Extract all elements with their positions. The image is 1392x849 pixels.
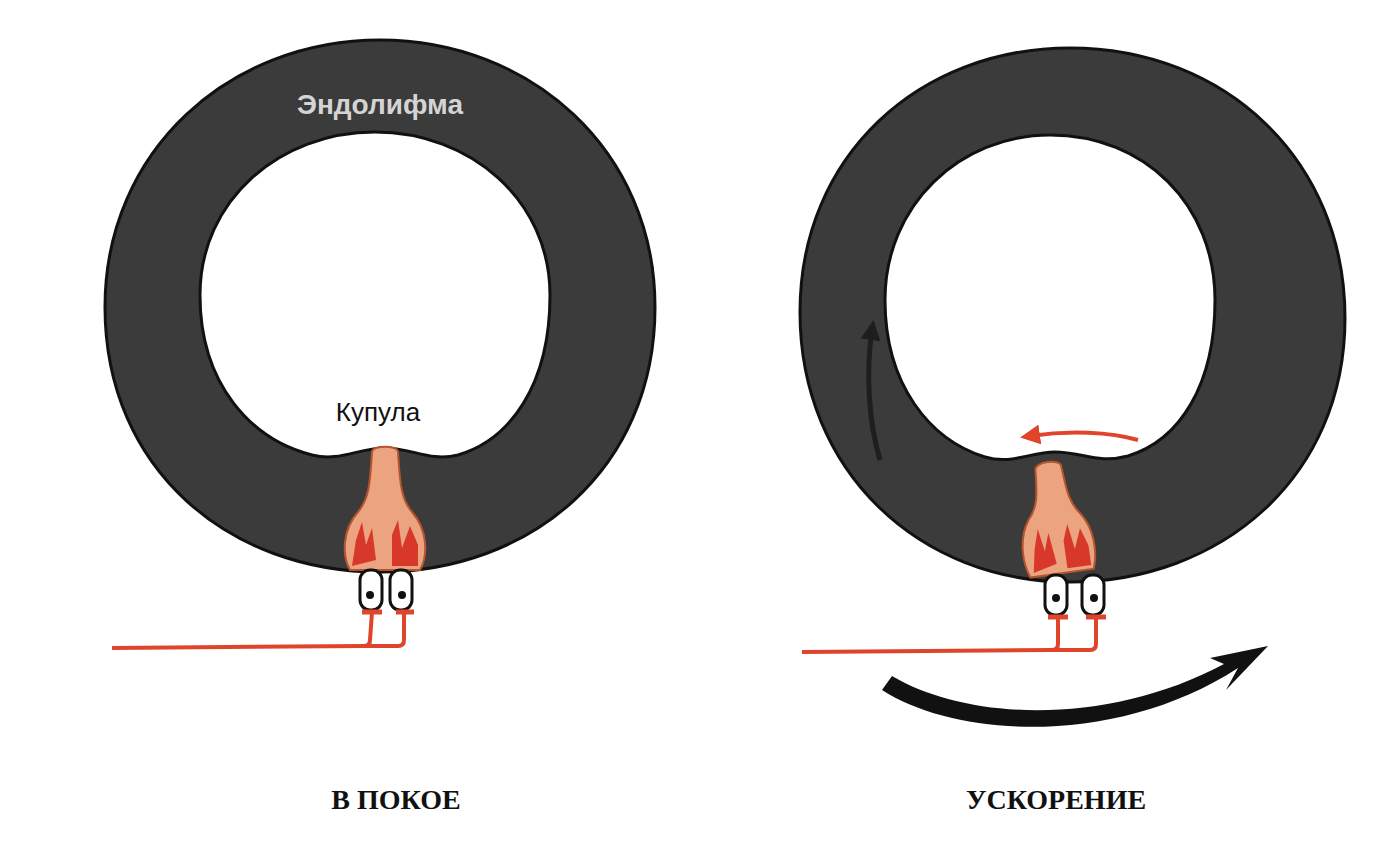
cupula <box>345 447 426 570</box>
endolymph-ring <box>800 48 1345 582</box>
endolymph-label: Эндолифма <box>297 90 463 121</box>
nerve-fibers <box>802 617 1106 652</box>
cupula-label: Купула <box>336 398 420 427</box>
hair-cells <box>360 570 412 610</box>
canal-acceleration <box>800 48 1345 727</box>
rotation-arrow <box>882 646 1268 727</box>
endolymph-ring <box>105 40 655 572</box>
canal-rest <box>105 40 655 648</box>
cupula-arrow <box>1030 433 1138 440</box>
state-caption: УСКОРЕНИЕ <box>966 785 1146 816</box>
cupula-deflected <box>1011 457 1098 578</box>
flow-arrow <box>869 330 880 460</box>
state-caption: В ПОКОЕ <box>331 785 460 816</box>
nerve-fibers <box>112 612 414 648</box>
hair-cells <box>1045 575 1104 615</box>
